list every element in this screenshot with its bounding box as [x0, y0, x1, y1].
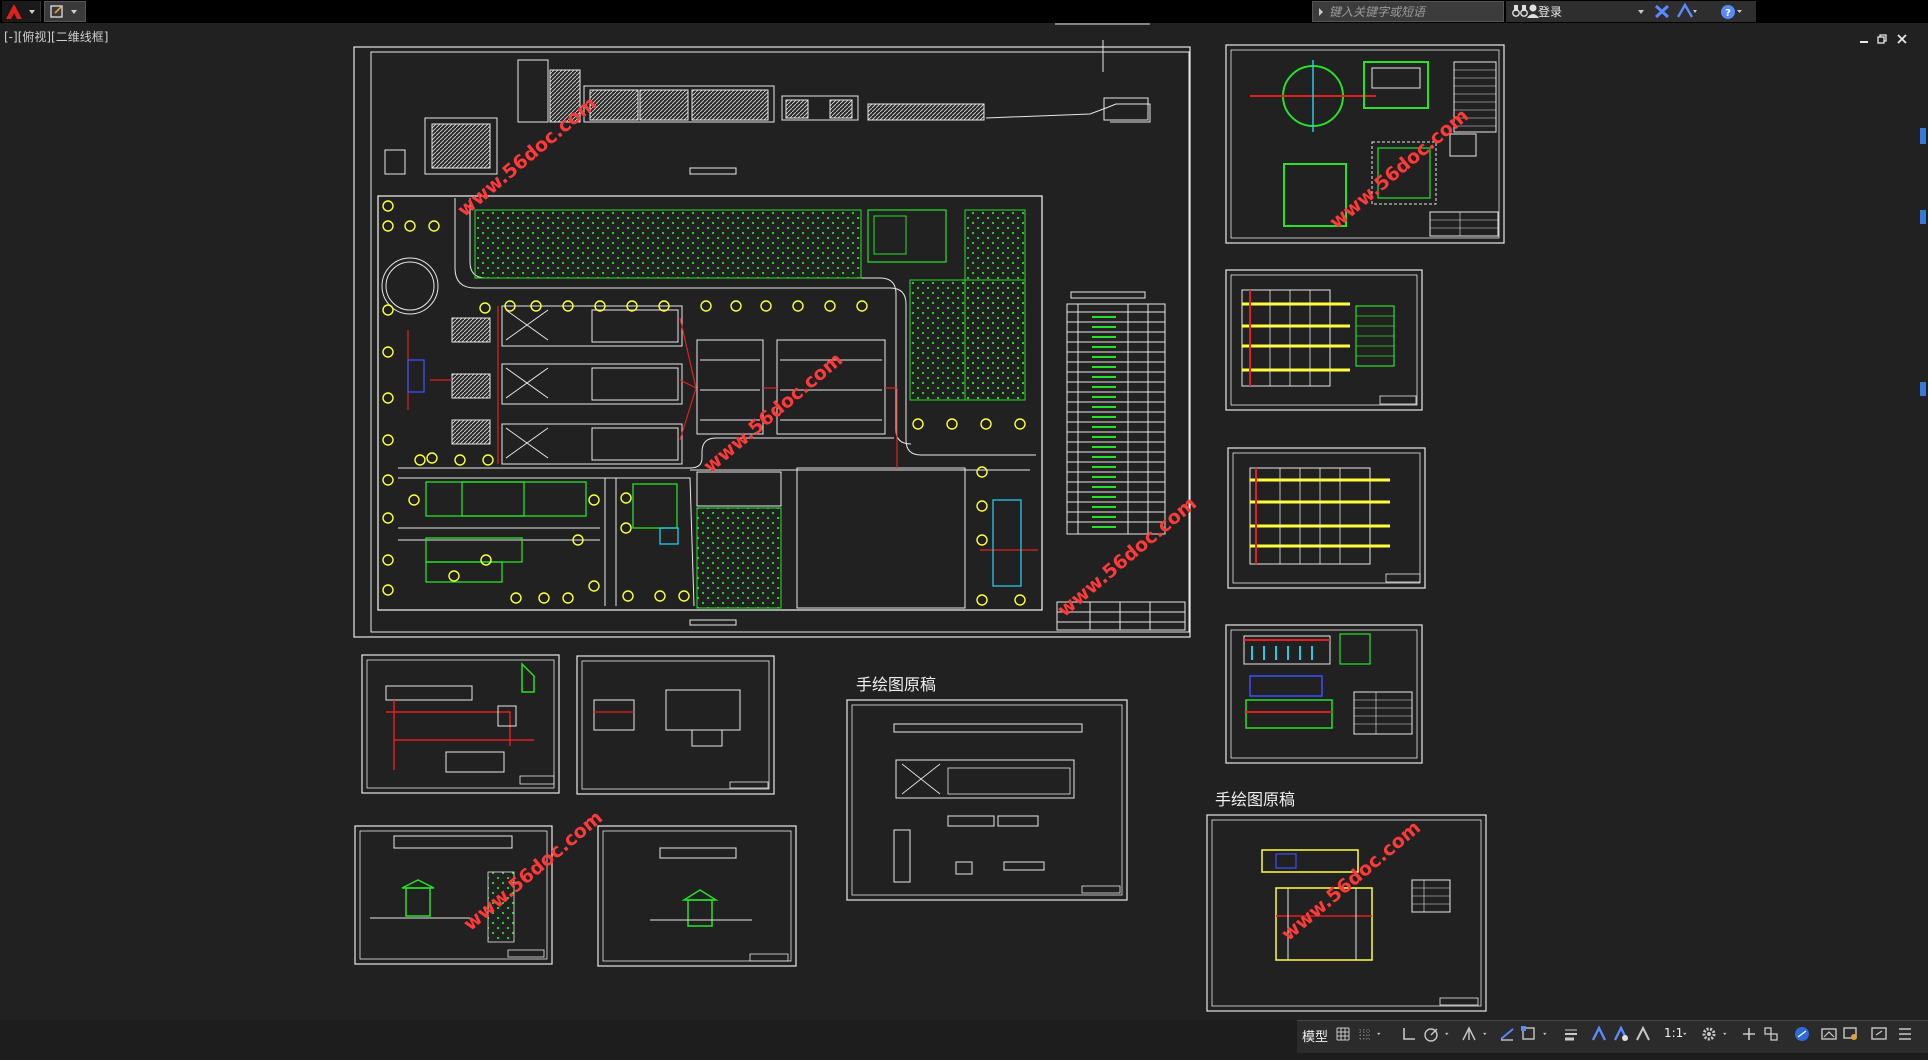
restore-icon[interactable]: [1876, 33, 1888, 45]
quick-access-toolbar[interactable]: [44, 1, 86, 22]
handdrawn-title-2: 手绘图原稿: [1215, 790, 1296, 809]
clean-screen-icon[interactable]: [1820, 1025, 1838, 1043]
object-snap-dropdown-icon[interactable]: [1542, 1025, 1552, 1043]
object-snap-icon[interactable]: [1520, 1025, 1538, 1043]
process-profile-section: [384, 23, 1151, 175]
search-expand-icon[interactable]: [1315, 2, 1327, 21]
isodraft-dropdown-icon[interactable]: [1482, 1025, 1492, 1043]
workspace-dropdown-icon[interactable]: [1722, 1025, 1732, 1043]
navigation-bar-edge[interactable]: [1918, 120, 1928, 420]
model-space-button[interactable]: 模型: [1302, 1030, 1329, 1045]
minimize-icon[interactable]: [1858, 33, 1870, 45]
infocenter-toolbar: 登录 ?: [1506, 1, 1756, 22]
status-toolbar: [1297, 1020, 1928, 1053]
lineweight-icon[interactable]: [1562, 1025, 1580, 1043]
sheet-clarifier-detail[interactable]: [1225, 44, 1505, 244]
object-snap-tracking-icon[interactable]: [1498, 1025, 1516, 1043]
user-icon: [1527, 4, 1539, 18]
autocad-logo-icon: [6, 4, 35, 19]
auxiliary-buildings: [407, 359, 1022, 587]
hardware-acceleration-icon[interactable]: [1793, 1025, 1811, 1043]
layer-state-icon[interactable]: [1842, 1025, 1860, 1043]
treatment-tanks: [381, 257, 966, 609]
search-input[interactable]: [1329, 3, 1499, 20]
svg-text:?: ?: [1725, 8, 1731, 19]
login-button[interactable]: 登录: [1538, 5, 1563, 19]
annotation-scale-button[interactable]: 1:1: [1664, 1026, 1684, 1040]
search-box[interactable]: [1312, 1, 1504, 22]
sheet-pump-station[interactable]: [576, 655, 775, 795]
sheet-filter-plan[interactable]: [1227, 447, 1426, 589]
handdrawn-title-1: 手绘图原稿: [856, 675, 937, 694]
sheet-handdrawn-2[interactable]: [1206, 814, 1487, 1012]
pipe-network: [407, 306, 1038, 551]
sheet-pavilion-elevation[interactable]: [354, 825, 553, 965]
title-bar: 登录 ?: [0, 0, 1928, 23]
ortho-icon[interactable]: [1400, 1025, 1418, 1043]
grid-icon[interactable]: [1334, 1025, 1352, 1043]
viewport-controls-label[interactable]: [-][俯视][二维线框]: [4, 30, 109, 44]
building-legend-table: [1066, 291, 1166, 535]
sheet-handdrawn-1[interactable]: [846, 699, 1128, 901]
sheet-pavilion-section[interactable]: [597, 825, 797, 967]
auto-scale-icon[interactable]: [1634, 1025, 1652, 1043]
sheet-building-elevation[interactable]: [1225, 624, 1423, 764]
binoculars-icon[interactable]: [1510, 2, 1530, 21]
close-icon[interactable]: [1896, 33, 1908, 45]
gear-icon[interactable]: [1700, 1025, 1718, 1043]
main-title-block: [689, 601, 1186, 631]
sheet-elevation-profile[interactable]: [361, 654, 560, 794]
isodraft-icon[interactable]: [1460, 1025, 1478, 1043]
polar-dropdown-icon[interactable]: [1444, 1025, 1454, 1043]
snap-dropdown-icon[interactable]: [1376, 1025, 1386, 1043]
site-trees: [382, 200, 1026, 606]
login-dropdown-icon[interactable]: [1636, 2, 1646, 21]
application-menu-button[interactable]: [2, 1, 41, 22]
sheet-pipe-gallery-plan[interactable]: [1225, 269, 1423, 411]
snap-icon[interactable]: [1356, 1025, 1374, 1043]
edit-document-icon: [50, 5, 77, 18]
main-site-plan-sheet[interactable]: [353, 23, 1191, 638]
a360-icon[interactable]: [1676, 2, 1698, 21]
annotation-visibility-icon[interactable]: [1612, 1025, 1630, 1043]
polar-tracking-icon[interactable]: [1422, 1025, 1440, 1043]
exchange-apps-icon[interactable]: [1653, 2, 1671, 21]
isolate-objects-icon[interactable]: [1762, 1025, 1780, 1043]
transparency-icon[interactable]: [1590, 1025, 1608, 1043]
scale-dropdown-icon[interactable]: [1682, 1025, 1692, 1043]
customization-menu-icon[interactable]: [1896, 1025, 1914, 1043]
status-bar: [0, 1020, 1928, 1060]
help-icon[interactable]: ?: [1720, 2, 1744, 21]
site-roads: [398, 198, 1036, 607]
fullscreen-icon[interactable]: [1870, 1025, 1888, 1043]
plus-icon[interactable]: [1740, 1025, 1758, 1043]
